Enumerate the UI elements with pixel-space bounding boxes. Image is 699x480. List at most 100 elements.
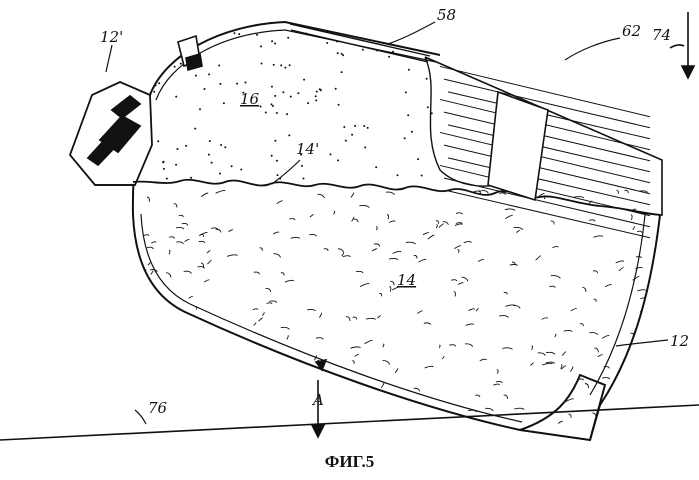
stipple-dot: [315, 99, 317, 101]
valve-fitting: [70, 82, 152, 185]
stipple-dot: [319, 88, 321, 90]
liquid-stroke: [634, 400, 639, 402]
liquid-stroke: [287, 336, 289, 340]
liquid-stroke: [390, 281, 394, 285]
stipple-dot: [211, 162, 213, 164]
liquid-stroke: [279, 416, 281, 419]
stipple-dot: [175, 96, 177, 98]
liquid-stroke: [626, 377, 632, 378]
label-76: 76: [148, 399, 168, 417]
liquid-stroke: [207, 251, 210, 254]
liquid-stroke: [281, 327, 290, 329]
liquid-stroke: [415, 409, 422, 413]
liquid-stroke: [625, 367, 632, 369]
liquid-stroke: [199, 241, 205, 243]
liquid-stroke: [343, 256, 351, 257]
liquid-stroke: [299, 382, 301, 386]
liquid-stroke: [201, 193, 208, 197]
stipple-dot: [337, 159, 339, 161]
stipple-dot: [274, 95, 276, 97]
stipple-dot: [146, 52, 148, 54]
stipple-dot: [408, 69, 410, 71]
liquid-stroke: [468, 309, 474, 311]
stipple-dot: [245, 82, 247, 84]
liquid-stroke: [167, 333, 174, 335]
liquid-stroke: [201, 263, 203, 268]
liquid-stroke: [291, 237, 300, 238]
liquid-stroke: [625, 190, 629, 193]
stipple-dot: [204, 88, 206, 90]
liquid-stroke: [571, 308, 577, 310]
liquid-stroke: [570, 367, 572, 372]
stipple-dot: [280, 64, 282, 66]
stipple-dot: [190, 177, 192, 179]
liquid-stroke: [546, 352, 555, 354]
label-14-prime: 14': [296, 140, 319, 158]
liquid-stroke: [372, 249, 377, 251]
liquid-stroke: [204, 280, 209, 282]
stipple-dot: [303, 178, 305, 180]
stipple-dot: [271, 103, 273, 105]
stipple-dot: [164, 39, 166, 41]
liquid-stroke: [499, 193, 505, 195]
liquid-stroke: [334, 211, 335, 214]
stipple-dot: [220, 144, 222, 146]
liquid-stroke: [499, 316, 508, 318]
liquid-stroke: [562, 351, 566, 355]
stipple-dot: [407, 114, 409, 116]
liquid-stroke: [176, 227, 184, 229]
stipple-dot: [194, 128, 196, 130]
liquid-stroke: [205, 360, 208, 365]
liquid-stroke: [225, 377, 227, 381]
liquid-stroke: [555, 334, 556, 337]
stipple-dot: [404, 137, 406, 139]
stipple-dot: [272, 105, 274, 107]
liquid-stroke: [262, 313, 264, 316]
stipple-dot: [234, 32, 236, 34]
liquid-stroke: [465, 344, 473, 347]
stipple-dot: [421, 175, 423, 177]
liquid-stroke: [602, 335, 609, 338]
stipple-dot: [166, 178, 168, 180]
liquid-stroke: [273, 232, 279, 234]
stipple-dot: [315, 95, 317, 97]
stipple-dot: [274, 43, 276, 45]
stipple-dot: [271, 155, 273, 157]
stipple-dot: [338, 104, 340, 106]
liquid-stroke: [582, 287, 586, 292]
liquid-stroke: [303, 405, 308, 407]
stipple-dot: [238, 33, 240, 35]
arrow-74: [670, 12, 694, 78]
stipple-dot: [190, 35, 192, 37]
label-58: 58: [437, 6, 456, 24]
liquid-stroke: [638, 421, 642, 423]
liquid-stroke: [151, 271, 153, 274]
liquid-stroke: [542, 363, 552, 365]
liquid-stroke: [285, 280, 294, 282]
stipple-dot: [274, 140, 276, 142]
liquid-stroke: [464, 242, 472, 243]
stipple-dot: [208, 154, 210, 156]
liquid-stroke: [605, 285, 611, 287]
liquid-stroke: [136, 326, 143, 329]
liquid-stroke: [476, 308, 478, 311]
liquid-stroke: [174, 204, 177, 208]
liquid-stroke: [417, 311, 422, 314]
stipple-dot: [236, 83, 238, 85]
stipple-dot: [180, 63, 182, 65]
stipple-dot: [342, 54, 344, 56]
stipple-dot: [240, 169, 242, 171]
hatch-line: [444, 145, 650, 194]
stipple-dot: [175, 164, 177, 166]
liquid-stroke: [558, 421, 563, 423]
liquid-stroke: [504, 395, 508, 399]
liquid-stroke: [376, 227, 377, 230]
stipple-dot: [219, 83, 221, 85]
liquid-stroke: [193, 389, 201, 392]
stipple-dot: [265, 112, 267, 114]
stipple-dot: [208, 73, 210, 75]
liquid-stroke: [169, 237, 174, 239]
inner-cylinder: [425, 57, 662, 238]
stipple-dot: [289, 64, 291, 66]
liquid-stroke: [593, 271, 598, 273]
